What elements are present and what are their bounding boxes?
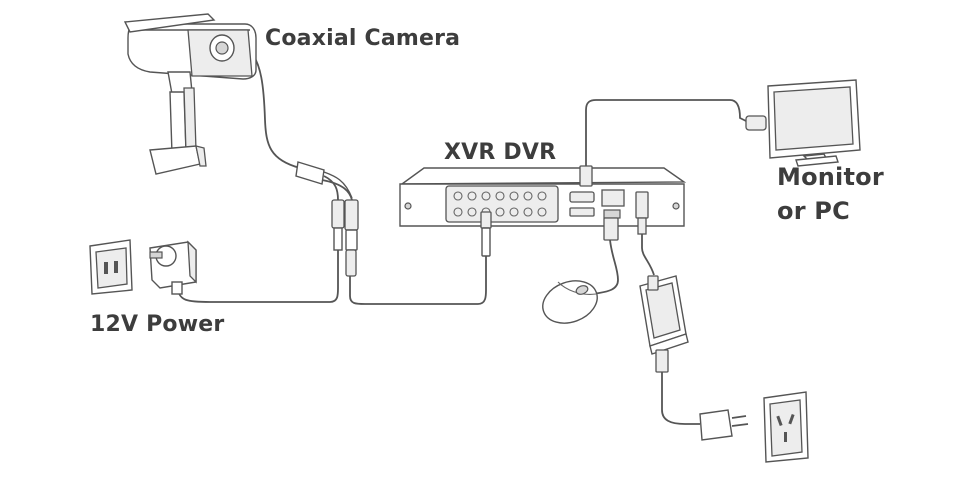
xvr-dvr-icon <box>399 165 687 257</box>
usb-cable <box>593 239 619 295</box>
coax-splitter <box>295 161 359 277</box>
video-cable <box>349 255 487 305</box>
power-adapter-icon <box>149 240 197 295</box>
wall-outlet-icon <box>763 391 809 463</box>
monitor-icon <box>745 79 861 167</box>
monitor-label: Monitor or PC <box>777 160 884 228</box>
monitor-label-line1: Monitor <box>777 163 884 191</box>
power-brick-icon <box>639 275 689 373</box>
power-label: 12V Power <box>90 312 225 337</box>
ac-plug <box>699 409 749 441</box>
ac-cable <box>661 372 700 425</box>
monitor-label-line2: or PC <box>777 197 850 225</box>
mouse-icon <box>542 280 598 324</box>
camera-cable <box>246 47 301 169</box>
wall-outlet-icon <box>89 239 133 295</box>
dvr-label: XVR DVR <box>444 140 557 165</box>
power-cable <box>177 250 339 303</box>
dc-cable <box>641 232 655 276</box>
camera-label: Coaxial Camera <box>265 26 461 51</box>
hdmi-cable <box>585 99 749 168</box>
bullet-camera-icon <box>123 13 257 175</box>
cables <box>177 47 749 425</box>
